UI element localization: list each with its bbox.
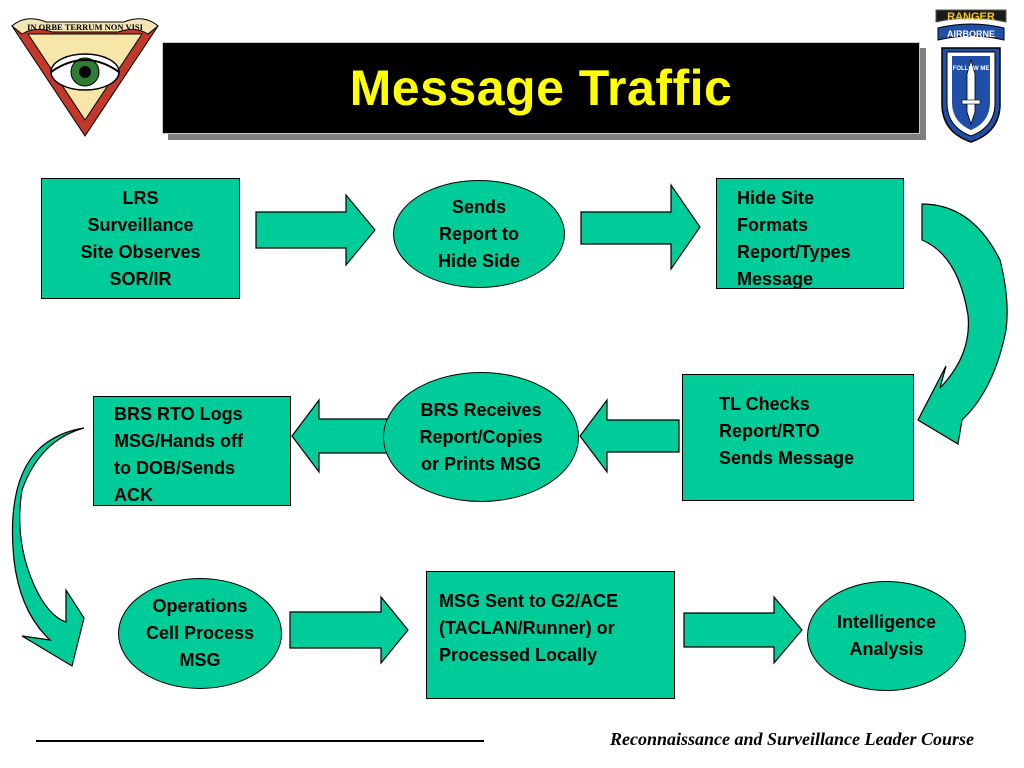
node-brs-rto-logs: BRS RTO Logs MSG/Hands off to DOB/Sends … xyxy=(93,396,291,506)
arrow-n1-n2 xyxy=(255,193,376,267)
title-banner: Message Traffic xyxy=(162,42,920,134)
arrow-n7-n8 xyxy=(289,595,409,665)
arrow-n2-n3 xyxy=(580,183,701,271)
node-hide-site-formats: Hide Site Formats Report/Types Message xyxy=(716,178,904,289)
shield-motto-text: FOLLOW ME xyxy=(953,66,990,72)
node-label: Sends Report to Hide Side xyxy=(437,196,521,271)
node-label: BRS Receives Report/Copies or Prints MSG xyxy=(419,399,543,474)
arrow-n4-n5 xyxy=(579,398,680,474)
footer-rule xyxy=(36,740,484,742)
node-tl-checks: TL Checks Report/RTO Sends Message xyxy=(682,374,914,501)
node-label: BRS RTO Logs MSG/Hands off to DOB/Sends … xyxy=(114,404,243,505)
footer-course-name: Reconnaissance and Surveillance Leader C… xyxy=(609,729,974,749)
ranger-airborne-insignia-logo: RANGER AIRBORNE FOLLOW ME xyxy=(935,9,1007,143)
node-brs-receives: BRS Receives Report/Copies or Prints MSG xyxy=(383,372,579,502)
arrow-n3-n4 xyxy=(917,203,1008,445)
node-intelligence-analysis: Intelligence Analysis xyxy=(807,581,966,691)
node-label: Operations Cell Process MSG xyxy=(145,596,255,670)
eye-emblem-logo: IN ORBE TERRUM NON VISI xyxy=(11,18,159,137)
node-label: TL Checks Report/RTO Sends Message xyxy=(719,394,855,468)
arrow-n6-n7 xyxy=(11,427,85,667)
node-operations-cell: Operations Cell Process MSG xyxy=(118,578,282,689)
node-label: Intelligence Analysis xyxy=(836,612,937,659)
arrow-n8-n9 xyxy=(683,595,803,665)
airborne-tab-text: AIRBORNE xyxy=(947,29,995,39)
node-lrs-surveillance: LRS Surveillance Site Observes SOR/IR xyxy=(41,178,240,299)
logo-motto: IN ORBE TERRUM NON VISI xyxy=(27,22,144,32)
arrow-n5-n6 xyxy=(291,398,389,474)
node-label: MSG Sent to G2/ACE (TACLAN/Runner) or Pr… xyxy=(439,591,619,665)
page-title: Message Traffic xyxy=(349,60,733,116)
node-msg-sent-g2: MSG Sent to G2/ACE (TACLAN/Runner) or Pr… xyxy=(426,571,675,699)
node-label: Hide Site Formats Report/Types Message xyxy=(737,188,851,289)
ranger-tab-text: RANGER xyxy=(947,11,995,23)
node-sends-report: Sends Report to Hide Side xyxy=(393,180,565,288)
node-label: LRS Surveillance Site Observes SOR/IR xyxy=(80,187,201,289)
